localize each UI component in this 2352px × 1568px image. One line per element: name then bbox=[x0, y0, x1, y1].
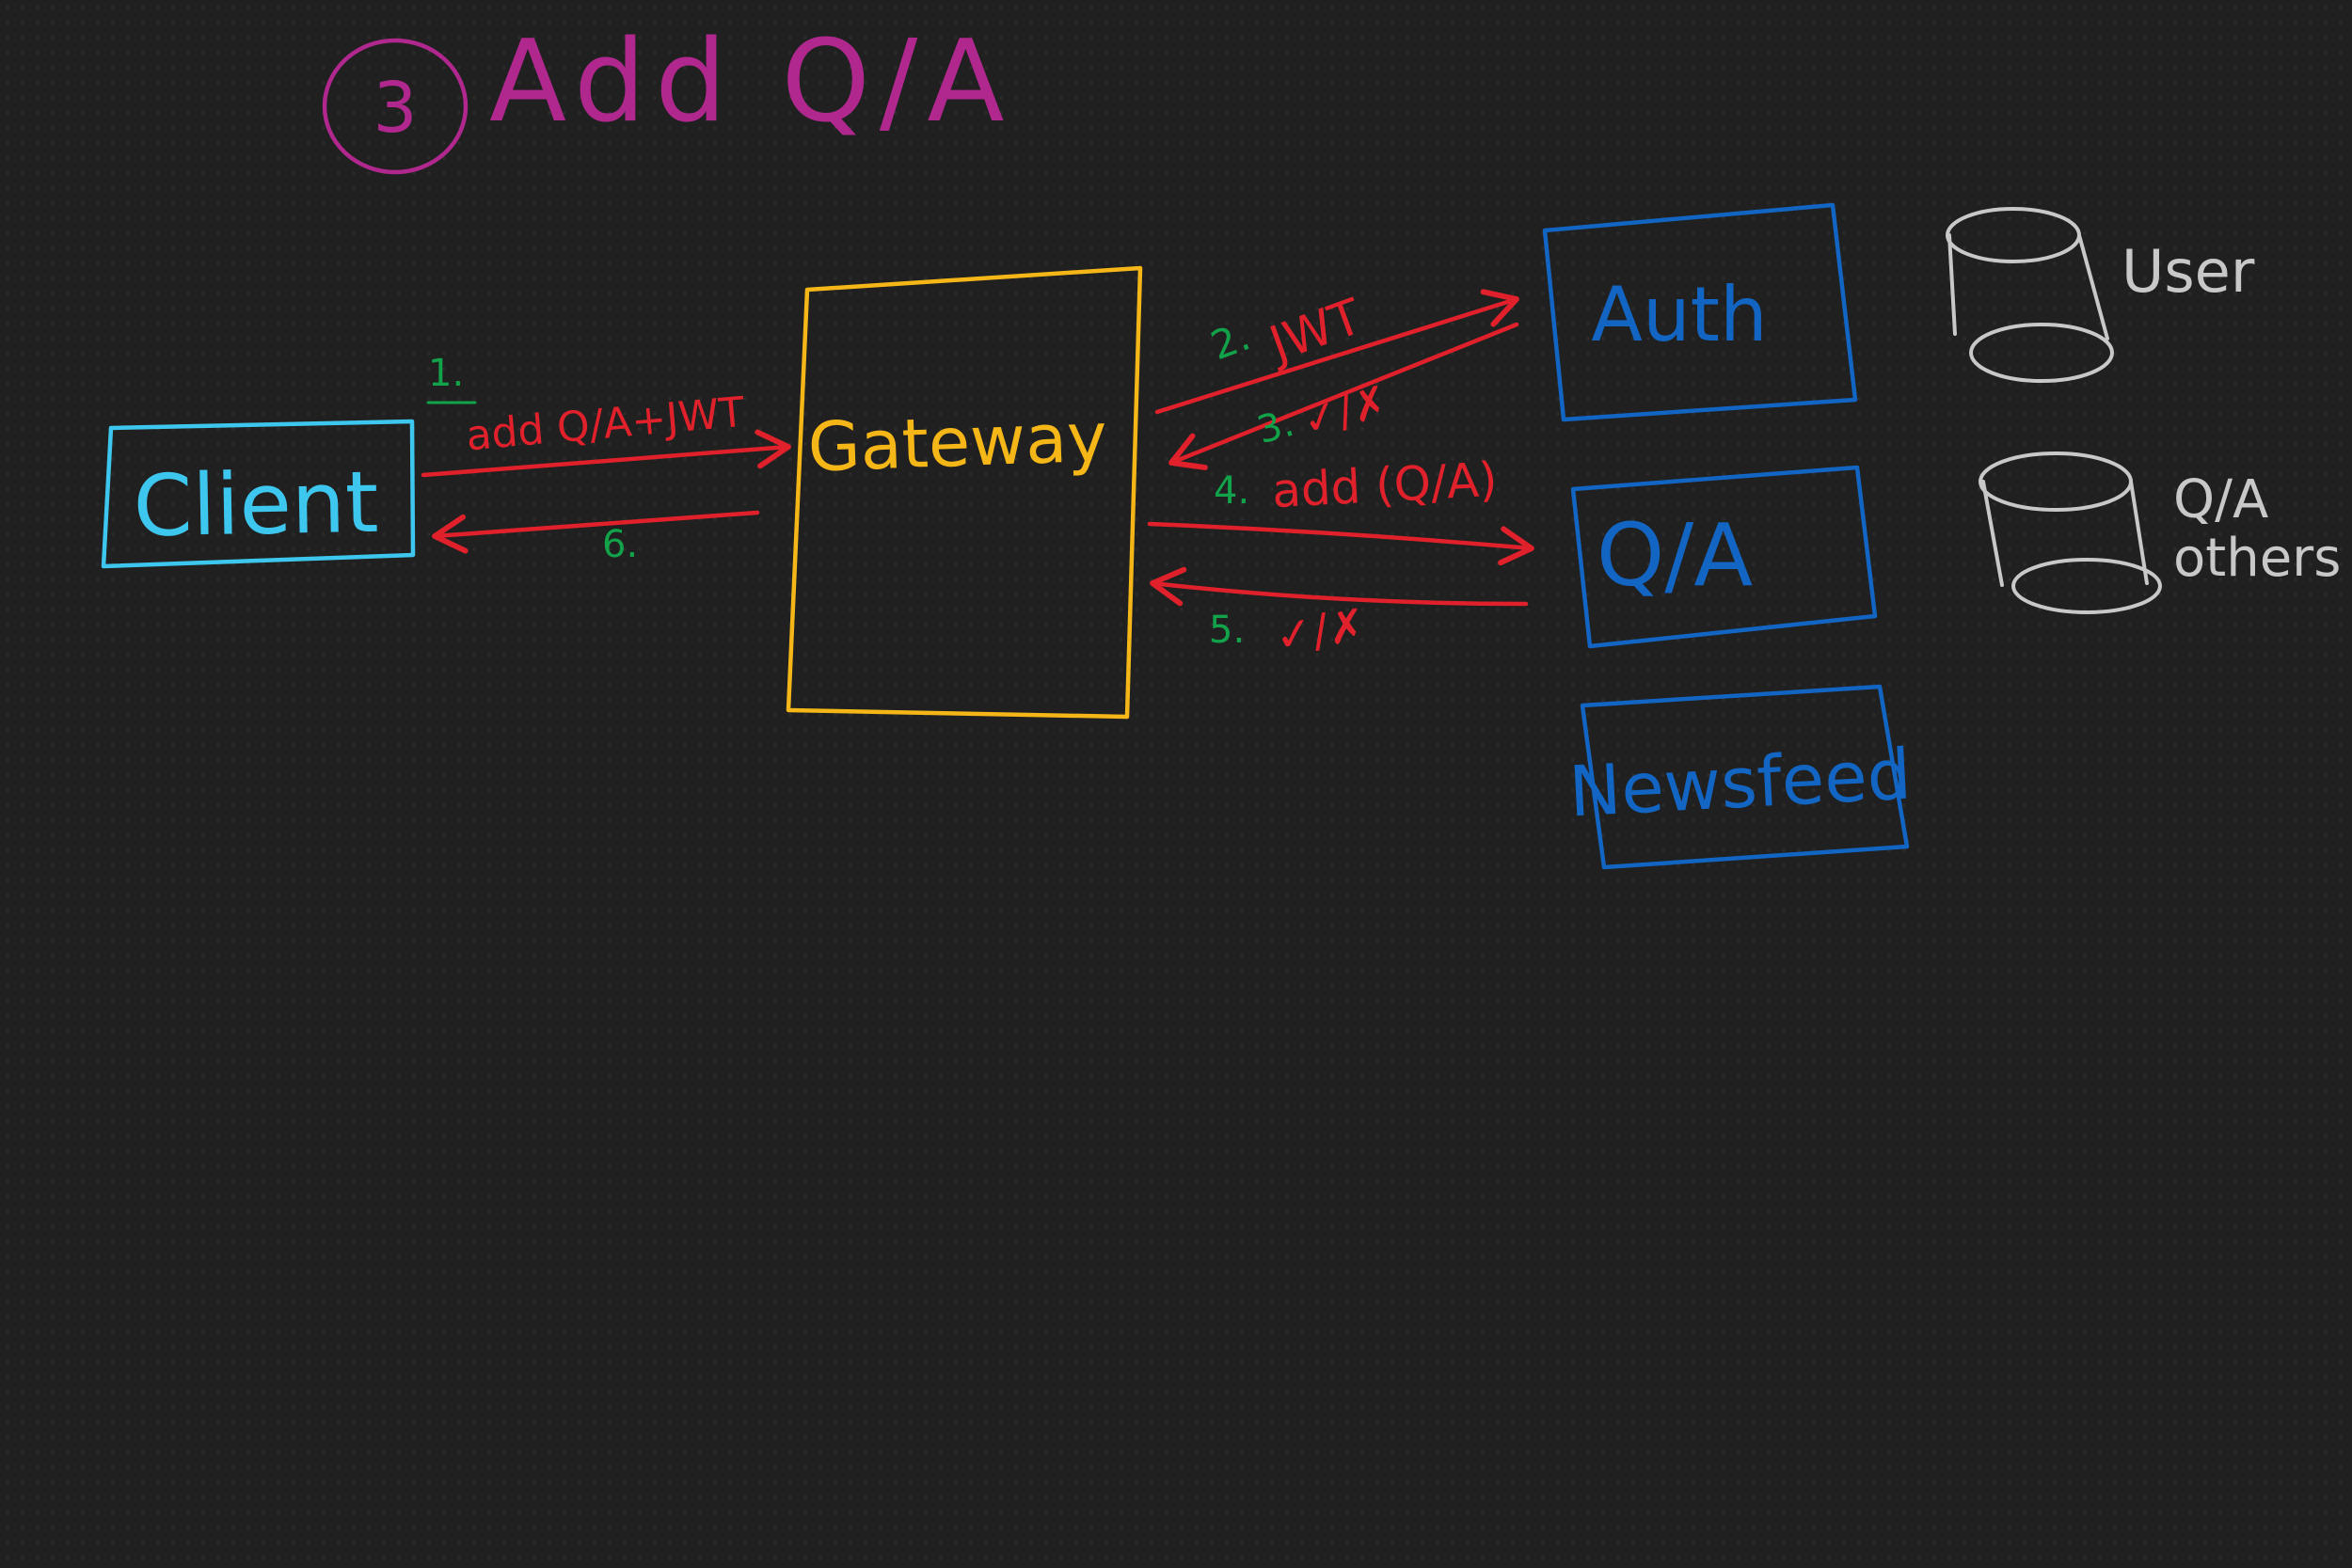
title-number: 3 bbox=[373, 68, 417, 149]
newsfeed-label: Newsfeed bbox=[1567, 735, 1914, 833]
flow-2-arrow bbox=[1154, 289, 1519, 415]
auth-label: Auth bbox=[1591, 271, 1768, 358]
title-number-circle bbox=[322, 38, 469, 175]
flow-1-label: add Q/A+JWT bbox=[464, 388, 746, 461]
user-database[interactable]: User bbox=[1946, 207, 2255, 383]
gateway-node[interactable]: Gateway bbox=[786, 265, 1143, 720]
title-text: Add Q/A bbox=[489, 17, 1013, 148]
qa-node[interactable]: Q/A bbox=[1570, 465, 1878, 649]
client-box bbox=[101, 419, 416, 569]
title: 3 Add Q/A bbox=[322, 17, 1013, 175]
qa-db-body bbox=[1981, 480, 2149, 587]
qa-db-bottom bbox=[2011, 558, 2162, 614]
client-node[interactable]: Client bbox=[101, 419, 416, 569]
flow-4-step: 4. bbox=[1214, 469, 1249, 513]
user-db-top bbox=[1946, 207, 2081, 263]
auth-node[interactable]: Auth bbox=[1542, 202, 1858, 422]
flow-3-label: ✓/✗ bbox=[1296, 375, 1393, 447]
user-db-bottom bbox=[1969, 323, 2114, 383]
flow-6[interactable]: 6. bbox=[432, 510, 760, 566]
flow-3-arrow bbox=[1168, 322, 1519, 470]
flow-1[interactable]: 1. add Q/A+JWT bbox=[421, 352, 791, 478]
flow-4-label: add (Q/A) bbox=[1271, 452, 1499, 518]
qa-db-top bbox=[1979, 451, 2133, 512]
flow-5-label: ✓/✗ bbox=[1272, 598, 1369, 663]
gateway-box bbox=[786, 265, 1143, 720]
newsfeed-node[interactable]: Newsfeed bbox=[1567, 684, 1914, 870]
qa-db-label-line1: Q/A bbox=[2173, 469, 2268, 531]
user-db-label: User bbox=[2122, 237, 2255, 306]
flow-1-step: 1. bbox=[428, 352, 464, 395]
newsfeed-box bbox=[1580, 684, 1910, 870]
flow-1-arrow bbox=[421, 429, 791, 478]
flow-5-arrow bbox=[1150, 566, 1529, 607]
flow-6-arrow bbox=[432, 510, 760, 554]
flow-2-label: JWT bbox=[1260, 289, 1369, 374]
flow-6-step: 6. bbox=[602, 523, 638, 566]
qa-box bbox=[1570, 465, 1878, 649]
flow-5-step: 5. bbox=[1209, 609, 1245, 652]
auth-box bbox=[1542, 202, 1858, 422]
flow-4[interactable]: 4. add (Q/A) bbox=[1147, 452, 1534, 566]
gateway-label: Gateway bbox=[806, 397, 1108, 486]
flow-4-arrow bbox=[1147, 521, 1534, 566]
client-label: Client bbox=[133, 453, 379, 557]
user-db-body bbox=[1947, 233, 2109, 341]
flow-2-step: 2. bbox=[1205, 312, 1256, 369]
flow-5[interactable]: 5. ✓/✗ bbox=[1150, 566, 1529, 663]
qa-label: Q/A bbox=[1597, 505, 1753, 606]
flow-3-step: 3. bbox=[1253, 402, 1299, 452]
qa-db-label-line2: others bbox=[2173, 528, 2341, 589]
qa-others-database[interactable]: Q/A others bbox=[1979, 451, 2341, 614]
